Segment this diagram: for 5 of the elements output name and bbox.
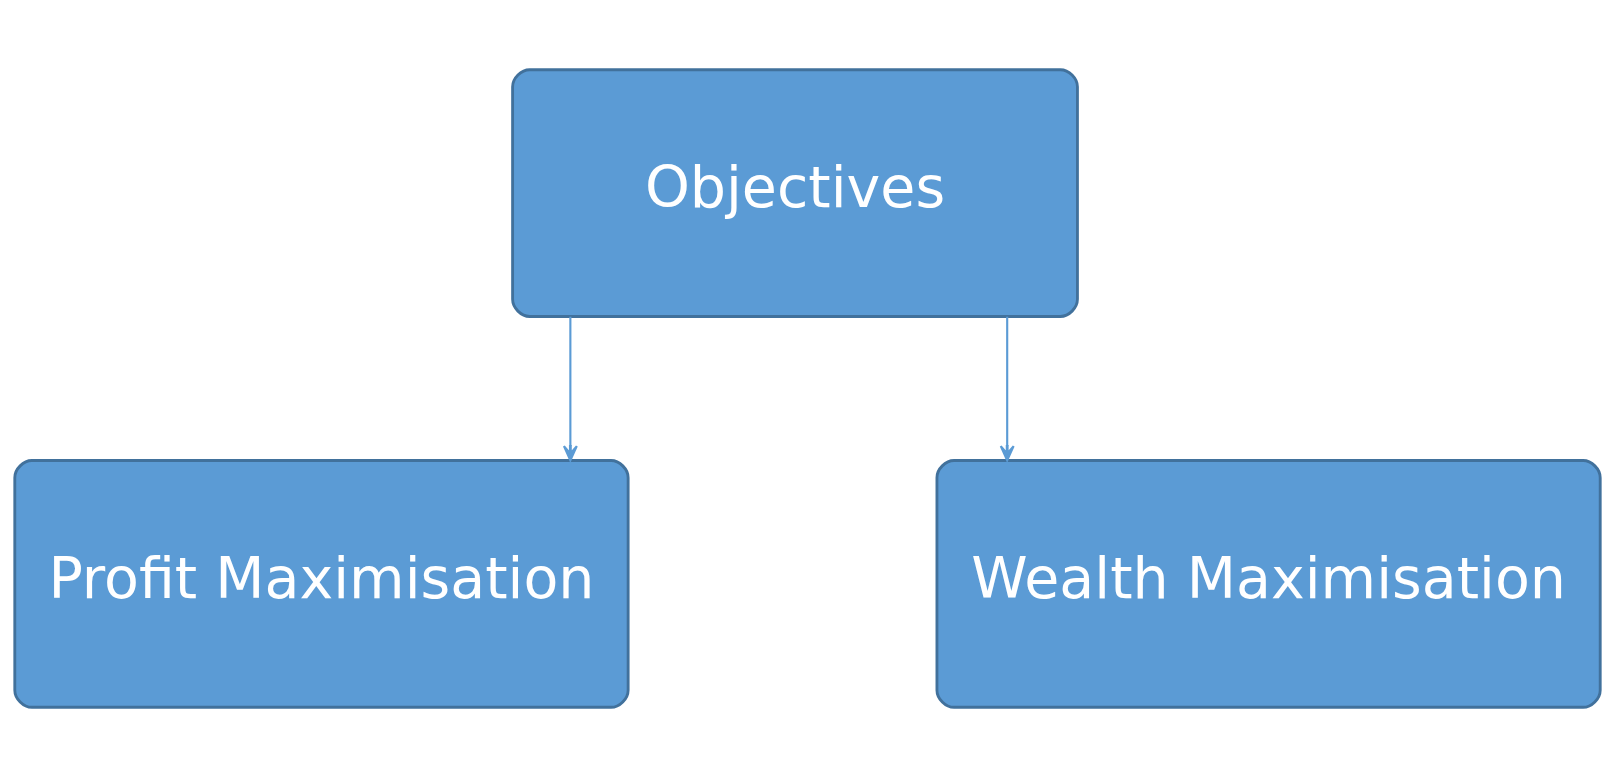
node-box: Wealth Maximisation (935, 458, 1602, 709)
node-box: Profit Maximisation (13, 458, 630, 709)
arrow (562, 316, 578, 461)
arrow (999, 316, 1015, 461)
node-box: Objectives (511, 67, 1079, 318)
